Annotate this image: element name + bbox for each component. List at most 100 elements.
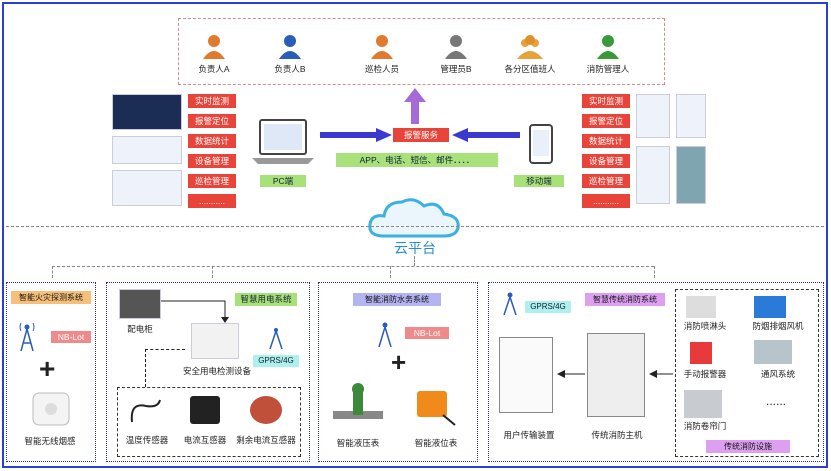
person-fire-manager: 消防管理人 xyxy=(573,33,643,75)
fire-host-image xyxy=(587,333,645,417)
sensor-group: 温度传感器 电流互感器 剩余电流互感器 xyxy=(117,387,301,457)
person-icon xyxy=(371,35,393,59)
sprinkler-icon xyxy=(686,296,716,318)
cloud-platform-label: 云平台 xyxy=(394,240,436,256)
smart-power-system: 配电柜 智慧用电系统 安全用电检测设备 GPRS/4G 温度传感器 电流互感器 … xyxy=(106,282,310,462)
ventilation-icon xyxy=(754,340,792,364)
nb-lot-tag: NB-Lot xyxy=(405,327,449,339)
person-a: 负责人A xyxy=(179,33,249,75)
menu-item: ........... xyxy=(582,194,630,208)
manual-alarm-icon xyxy=(690,342,712,364)
plus-icon: + xyxy=(391,347,407,377)
arrow-left xyxy=(649,370,673,378)
sensor-label: 剩余电流互感器 xyxy=(236,435,296,445)
facility-label: 通风系统 xyxy=(760,369,795,379)
person-icon xyxy=(203,35,225,59)
nb-lot-tag: NB-Lot xyxy=(51,331,91,343)
person-admin: 管理员B xyxy=(421,33,491,75)
person-zone-duty: 各分区值班人 xyxy=(495,33,565,75)
level-gauge-icon xyxy=(417,391,456,426)
app-screenshot xyxy=(676,94,706,138)
system-title: 智能消防水务系统 xyxy=(353,293,441,306)
transmission-device-image xyxy=(499,337,553,413)
smoke-detector-icon xyxy=(32,392,70,426)
pc-feature-menu: 实时监测 报警定位 数据统计 设备管理 巡检管理 ........... xyxy=(188,94,236,214)
screenshot-stats xyxy=(112,136,182,164)
gprs-tag: GPRS/4G xyxy=(253,355,299,367)
cabinet-label: 配电柜 xyxy=(127,324,153,334)
menu-item: 设备管理 xyxy=(582,154,630,168)
antenna-icon xyxy=(269,328,283,349)
detector-device-image xyxy=(191,323,239,359)
arrow-right xyxy=(320,128,392,142)
facility-label: 消防喷淋头 xyxy=(683,321,727,331)
up-arrow xyxy=(404,88,426,124)
facility-label: 防烟排烟风机 xyxy=(752,321,804,331)
person-label: 管理员B xyxy=(440,64,472,74)
menu-item: 报警定位 xyxy=(582,114,630,128)
screenshot-table xyxy=(112,170,182,206)
menu-item: 巡检管理 xyxy=(582,174,630,188)
menu-item: 巡检管理 xyxy=(188,174,236,188)
traditional-facilities-group: 消防喷淋头 防烟排烟风机 手动报警器 通风系统 ...... 消防卷帘门 传统消… xyxy=(675,289,819,457)
sensor-label: 温度传感器 xyxy=(125,435,169,445)
rolling-door-icon xyxy=(684,390,722,418)
connector xyxy=(52,266,53,278)
menu-item: 实时监测 xyxy=(582,94,630,108)
plus-icon: + xyxy=(39,353,56,384)
sensor-label: 电流互感器 xyxy=(183,435,227,445)
cabinet-image xyxy=(119,289,161,319)
facilities-footer: 传统消防设施 xyxy=(706,440,790,453)
laptop-icon xyxy=(252,119,314,164)
arrow-left xyxy=(452,128,520,142)
cloud-icon xyxy=(368,198,460,238)
alarm-service-label: 报警服务 xyxy=(393,128,449,142)
device-label: 用户传输装置 xyxy=(503,430,555,440)
channels-label: APP、电话、短信、邮件．．．． xyxy=(336,153,498,167)
connector xyxy=(414,256,415,266)
device-label: 安全用电检测设备 xyxy=(182,366,251,376)
ellipsis: ...... xyxy=(765,394,786,408)
exhaust-fan-icon xyxy=(754,296,786,318)
menu-item: ........... xyxy=(188,194,236,208)
person-icon xyxy=(445,35,467,59)
person-icon xyxy=(279,35,301,59)
current-transformer-icon xyxy=(190,396,220,424)
antenna-icon xyxy=(503,292,517,315)
divider xyxy=(6,226,824,227)
person-inspector: 巡检人员 xyxy=(347,33,417,75)
system-title: 智慧传统消防系统 xyxy=(585,293,665,306)
app-screenshot xyxy=(636,94,670,138)
app-screenshot xyxy=(676,146,706,204)
person-label: 负责人B xyxy=(274,64,306,74)
gprs-tag: GPRS/4G xyxy=(525,301,571,313)
person-label: 负责人A xyxy=(198,64,230,74)
residual-current-transformer-icon xyxy=(250,396,282,424)
menu-item: 实时监测 xyxy=(188,94,236,108)
person-b: 负责人B xyxy=(255,33,325,75)
temperature-sensor-icon xyxy=(130,399,161,423)
app-screenshot xyxy=(636,146,670,204)
fire-detection-system: 智能火灾探测系统 NB-Lot + 智能无线烟感 xyxy=(6,282,96,462)
screenshot-monitor xyxy=(112,94,182,130)
connector-arrow xyxy=(161,300,229,323)
person-icon xyxy=(597,35,619,59)
system-title: 智慧用电系统 xyxy=(235,293,297,306)
device-label: 智能液压表 xyxy=(336,438,380,448)
device-label: 智能液位表 xyxy=(414,438,458,448)
connector xyxy=(212,266,213,278)
person-label: 各分区值班人 xyxy=(504,64,556,74)
antenna-icon xyxy=(19,322,35,351)
pc-label: PC端 xyxy=(260,175,306,187)
system-title: 智能火灾探测系统 xyxy=(11,291,91,304)
connector xyxy=(654,266,655,278)
connector xyxy=(145,349,185,387)
person-label: 巡检人员 xyxy=(364,64,399,74)
facility-label: 消防卷帘门 xyxy=(683,421,727,431)
smart-water-system: 智能消防水务系统 NB-Lot + 智能液压表 智能液位表 xyxy=(318,282,478,462)
menu-item: 设备管理 xyxy=(188,154,236,168)
connector xyxy=(52,266,654,267)
connector xyxy=(390,266,391,278)
menu-item: 报警定位 xyxy=(188,114,236,128)
